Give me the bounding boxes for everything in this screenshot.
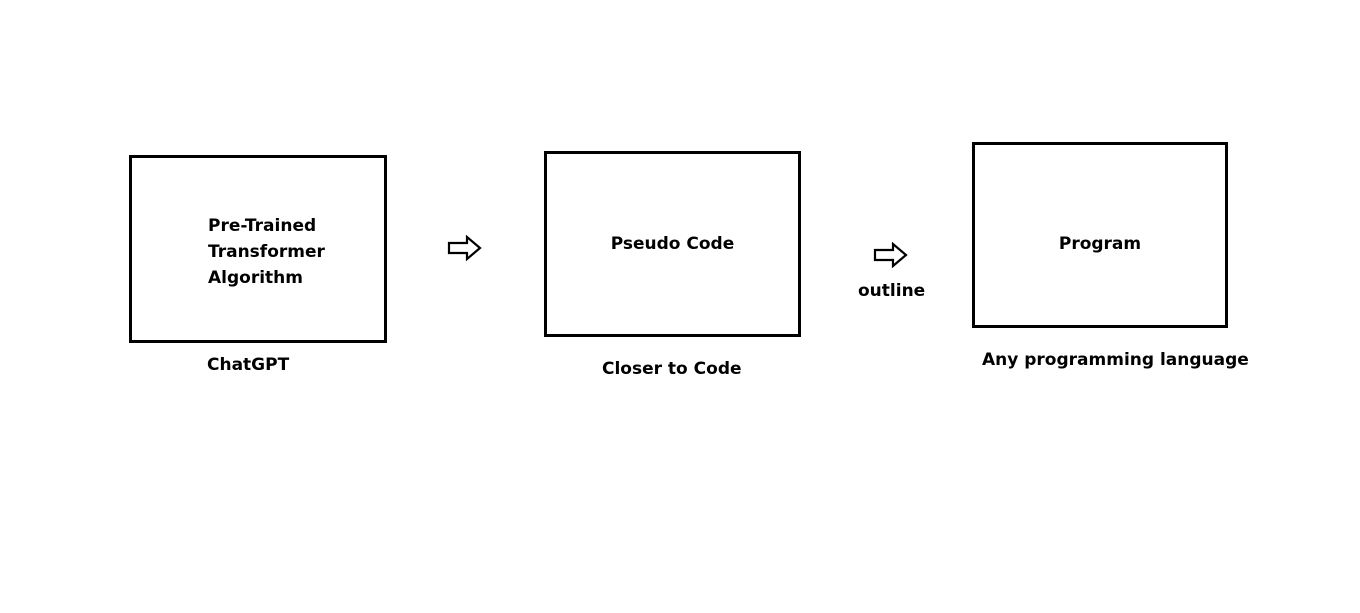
node-label-line: Program [1058,234,1142,254]
node-label-line: Transformer [208,242,325,262]
node-label-line: Pre-Trained [208,216,317,236]
right-arrow-icon [873,242,908,268]
node-label-line: Pseudo Code [610,234,735,254]
node-label-line: Algorithm [208,268,303,288]
edge-outline-label: outline [858,281,926,301]
node-pretrained-transformer-label: Pre-Trained Transformer Algorithm [208,213,325,291]
node-pseudo-code-caption: Closer to Code [602,359,742,379]
node-program-caption: Any programming language [982,350,1249,370]
node-program-box [972,142,1228,328]
node-pseudo-code-label: Pseudo Code [544,231,801,257]
node-pretrained-transformer-box [129,155,387,343]
node-pretrained-transformer-caption: ChatGPT [207,355,290,375]
node-pseudo-code-box [544,151,801,337]
node-program-label: Program [972,231,1228,257]
right-arrow-icon [447,235,482,261]
